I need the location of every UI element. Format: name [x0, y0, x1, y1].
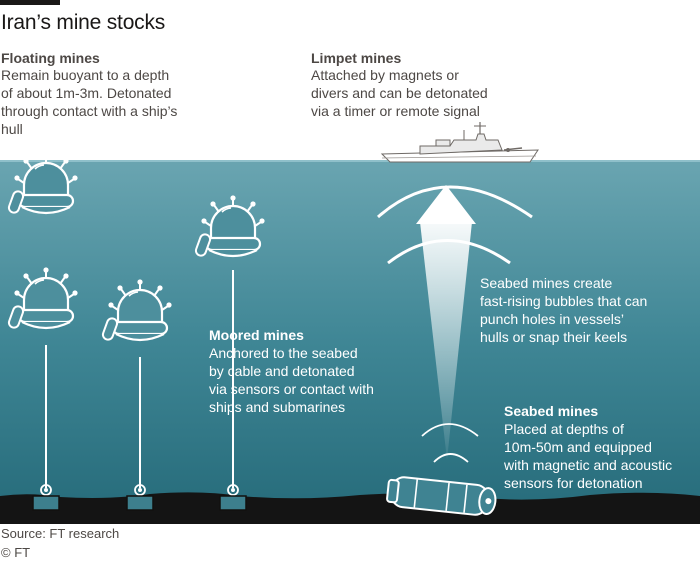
- shockwave-arc-icon: [377, 185, 533, 219]
- limpet-mines-label: Limpet mines Attached by magnets or dive…: [311, 50, 488, 120]
- floating-mines-line: through contact with a ship’s: [1, 103, 178, 119]
- limpet-mines-heading: Limpet mines: [311, 50, 402, 66]
- copyright-note: © FT: [1, 545, 31, 560]
- water: [0, 160, 700, 524]
- seabed-mines-heading: Seabed mines: [504, 403, 599, 419]
- moored-mines-heading: Moored mines: [209, 327, 304, 343]
- seabed-mines-label: Seabed mines Placed at depths of 10m-50m…: [504, 402, 672, 492]
- moored-mines-line: ships and submarines: [209, 399, 346, 415]
- shockwave-arc-icon: [387, 239, 511, 265]
- seabed-mines-line: 10m-50m and equipped: [504, 439, 652, 455]
- floating-mines-line: Remain buoyant to a depth: [1, 67, 170, 83]
- limpet-mines-line: divers and can be detonated: [311, 85, 488, 101]
- floating-mines-heading: Floating mines: [1, 50, 100, 66]
- bubbles-description: Seabed mines create fast-rising bubbles …: [480, 274, 647, 346]
- ocean-illustration: [0, 160, 700, 524]
- source-note: Source: FT research: [1, 526, 120, 541]
- limpet-mines-line: via a timer or remote signal: [311, 103, 480, 119]
- floating-mines-line: of about 1m-3m. Detonated: [1, 85, 172, 101]
- bubbles-line: punch holes in vessels’: [480, 311, 624, 327]
- seabed-mines-line: Placed at depths of: [504, 421, 624, 437]
- page-title: Iran’s mine stocks: [1, 11, 166, 34]
- bubbles-line: hulls or snap their keels: [480, 329, 628, 345]
- bubbles-line: fast-rising bubbles that can: [480, 293, 648, 309]
- floating-mines-line: hull: [1, 121, 23, 137]
- shockwave-arc-icon: [421, 423, 479, 437]
- bubbles-line: Seabed mines create: [480, 275, 613, 291]
- seabed-mine-icon: [386, 476, 497, 516]
- moored-mines-line: Anchored to the seabed: [209, 345, 358, 361]
- floating-mines-label: Floating mines Remain buoyant to a depth…: [1, 50, 177, 138]
- moored-mines-label: Moored mines Anchored to the seabed by c…: [209, 326, 374, 416]
- limpet-mines-line: Attached by magnets or: [311, 67, 459, 83]
- seabed-mines-line: with magnetic and acoustic: [504, 457, 673, 473]
- seabed-mines-line: sensors for detonation: [504, 475, 643, 491]
- warship-icon: [380, 122, 539, 163]
- water-surface-line: [0, 160, 700, 162]
- up-arrow-icon: [416, 185, 476, 224]
- bubble-beam: [420, 222, 472, 460]
- top-accent-bar: [0, 0, 60, 5]
- moored-mines-line: via sensors or contact with: [209, 381, 374, 397]
- shockwave-arc-icon: [433, 453, 469, 463]
- moored-mines-line: by cable and detonated: [209, 363, 355, 379]
- seabed: [0, 492, 700, 524]
